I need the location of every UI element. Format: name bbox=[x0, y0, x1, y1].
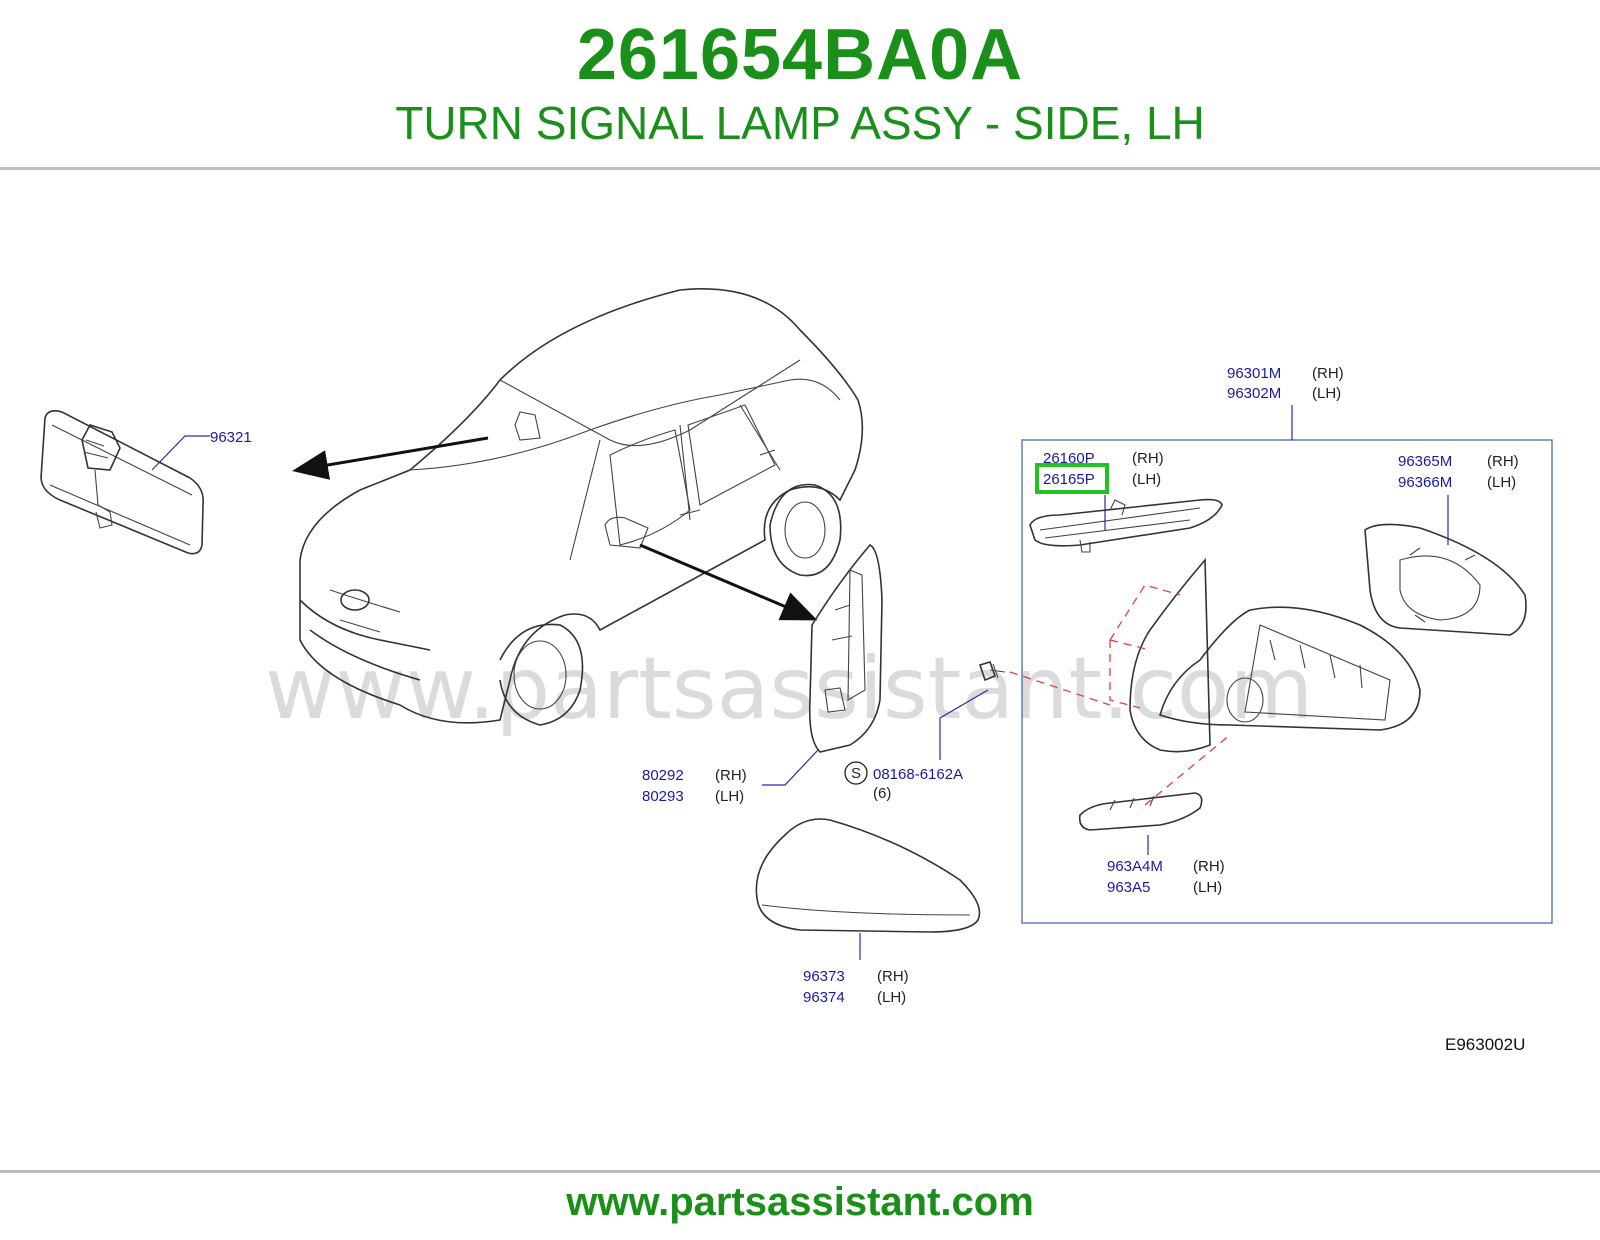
lower-cover-drawing bbox=[1078, 792, 1203, 831]
screw-dash-line bbox=[1009, 671, 1111, 706]
mirror-cover-drawing bbox=[755, 818, 981, 933]
exploded-view-frame bbox=[1021, 439, 1553, 924]
label-96321[interactable]: 96321 bbox=[210, 429, 252, 446]
label-96302M[interactable]: 96302M bbox=[1227, 385, 1281, 402]
turn-signal-lamp-drawing bbox=[1029, 498, 1223, 553]
label-96301M-side: (RH) bbox=[1312, 365, 1344, 382]
lower-cover-dash-line bbox=[1144, 734, 1231, 806]
label-26165P[interactable]: 26165P bbox=[1043, 471, 1095, 488]
part-description: TURN SIGNAL LAMP ASSY - SIDE, LH bbox=[395, 97, 1205, 149]
vehicle-drawing bbox=[299, 288, 864, 726]
label-80293[interactable]: 80293 bbox=[642, 788, 684, 805]
label-963A5[interactable]: 963A5 bbox=[1107, 879, 1150, 896]
highlight-box-26165P bbox=[1035, 463, 1109, 494]
label-96374[interactable]: 96374 bbox=[803, 989, 845, 1006]
screw-drawing bbox=[978, 661, 1006, 682]
label-96302M-side: (LH) bbox=[1312, 385, 1341, 402]
label-26160P[interactable]: 26160P bbox=[1043, 450, 1095, 467]
label-80292[interactable]: 80292 bbox=[642, 767, 684, 784]
label-963A4M-side: (RH) bbox=[1193, 858, 1225, 875]
label-96374-side: (LH) bbox=[877, 989, 906, 1006]
label-96366M[interactable]: 96366M bbox=[1398, 474, 1452, 491]
inner-mirror-drawing bbox=[40, 410, 205, 555]
label-26165P-side: (LH) bbox=[1132, 471, 1161, 488]
label-96301M[interactable]: 96301M bbox=[1227, 365, 1281, 382]
footer-url-link[interactable]: www.partsassistant.com bbox=[566, 1180, 1034, 1224]
screw-symbol-letter: S bbox=[851, 765, 861, 782]
watermark-text: www.partsassistant.com bbox=[265, 639, 1313, 739]
mirror-finisher-drawing bbox=[808, 544, 883, 753]
page-header: 261654BA0A TURN SIGNAL LAMP ASSY - SIDE,… bbox=[0, 0, 1600, 170]
label-96373-side: (RH) bbox=[877, 968, 909, 985]
label-96366M-side: (LH) bbox=[1487, 474, 1516, 491]
leader-inner-mirror bbox=[151, 435, 210, 471]
label-96373[interactable]: 96373 bbox=[803, 968, 845, 985]
mirror-glass-plate-drawing bbox=[1364, 523, 1527, 636]
label-963A4M[interactable]: 963A4M bbox=[1107, 858, 1163, 875]
screw-symbol-circle bbox=[844, 761, 868, 785]
leader-finisher bbox=[762, 749, 819, 786]
label-26160P-side: (RH) bbox=[1132, 450, 1164, 467]
leader-screw bbox=[939, 689, 989, 760]
footer-divider bbox=[0, 1170, 1600, 1173]
mirror-housing-drawing bbox=[1159, 606, 1421, 731]
diagram-code: E963002U bbox=[1445, 1035, 1525, 1054]
label-963A5-side: (LH) bbox=[1193, 879, 1222, 896]
label-80293-side: (LH) bbox=[715, 788, 744, 805]
mirror-glass-drawing bbox=[1109, 557, 1211, 753]
label-08168-6162A[interactable]: 08168-6162A bbox=[873, 766, 963, 783]
arrow-to-inner-mirror bbox=[292, 436, 489, 480]
arrow-to-door-mirror bbox=[639, 543, 818, 621]
label-80292-side: (RH) bbox=[715, 767, 747, 784]
header-divider bbox=[0, 167, 1600, 170]
part-number-title: 261654BA0A bbox=[576, 15, 1024, 95]
label-96365M-side: (RH) bbox=[1487, 453, 1519, 470]
label-96365M[interactable]: 96365M bbox=[1398, 453, 1452, 470]
label-screw-qty: (6) bbox=[873, 785, 891, 802]
